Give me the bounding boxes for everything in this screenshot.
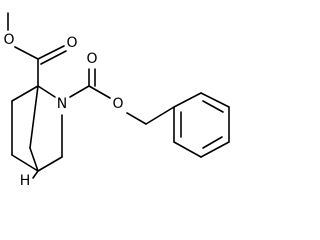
carbamate-ether-oxygen-label: O	[112, 96, 123, 112]
ester-o-carbonyl-bond	[14, 46, 39, 60]
bridgehead-hydrogen-bond	[32, 170, 39, 179]
benzyl-ch2-phenyl-bond	[145, 106, 175, 125]
ester-carbonyl-double-bond-a	[37, 45, 65, 60]
phenyl-inner-double-bond-2	[202, 136, 223, 149]
phenyl-bond-1	[173, 92, 202, 108]
phenyl-bond-4	[200, 141, 230, 158]
bridge-c7-c1-bond	[29, 85, 39, 149]
ring-nitrogen-label: N	[57, 96, 67, 112]
nitrogen-carbonyl-bond	[69, 85, 90, 98]
ester-ether-oxygen-label: O	[3, 32, 14, 48]
bridge-c4-c7-bond	[29, 147, 39, 172]
molecule-structure: O O N O O H	[3, 12, 230, 189]
c1-nitrogen-bond	[37, 85, 56, 98]
phenyl-inner-double-bond-1	[202, 100, 224, 113]
c4-c3-bond	[37, 156, 63, 172]
bicyclic-core	[11, 85, 63, 179]
methyl-ester-group	[7, 12, 67, 87]
c1-c6-bond	[11, 85, 39, 102]
carbamate-carbonyl-oxygen-label: O	[86, 51, 97, 67]
phenyl-bond-5	[173, 141, 202, 158]
phenyl-ring	[173, 92, 230, 158]
ester-carbonyl-double-bond-b	[40, 50, 67, 65]
ester-carbonyl-oxygen-label: O	[66, 35, 77, 51]
ether-oxygen-benzyl-bond	[126, 112, 147, 125]
bridgehead-hydrogen-label: H	[20, 173, 31, 189]
carbonyl-ether-oxygen-bond	[88, 85, 111, 99]
cbz-carbamate-group	[69, 68, 175, 125]
phenyl-bond-2	[200, 92, 230, 108]
c5-c4-bond	[11, 154, 39, 172]
